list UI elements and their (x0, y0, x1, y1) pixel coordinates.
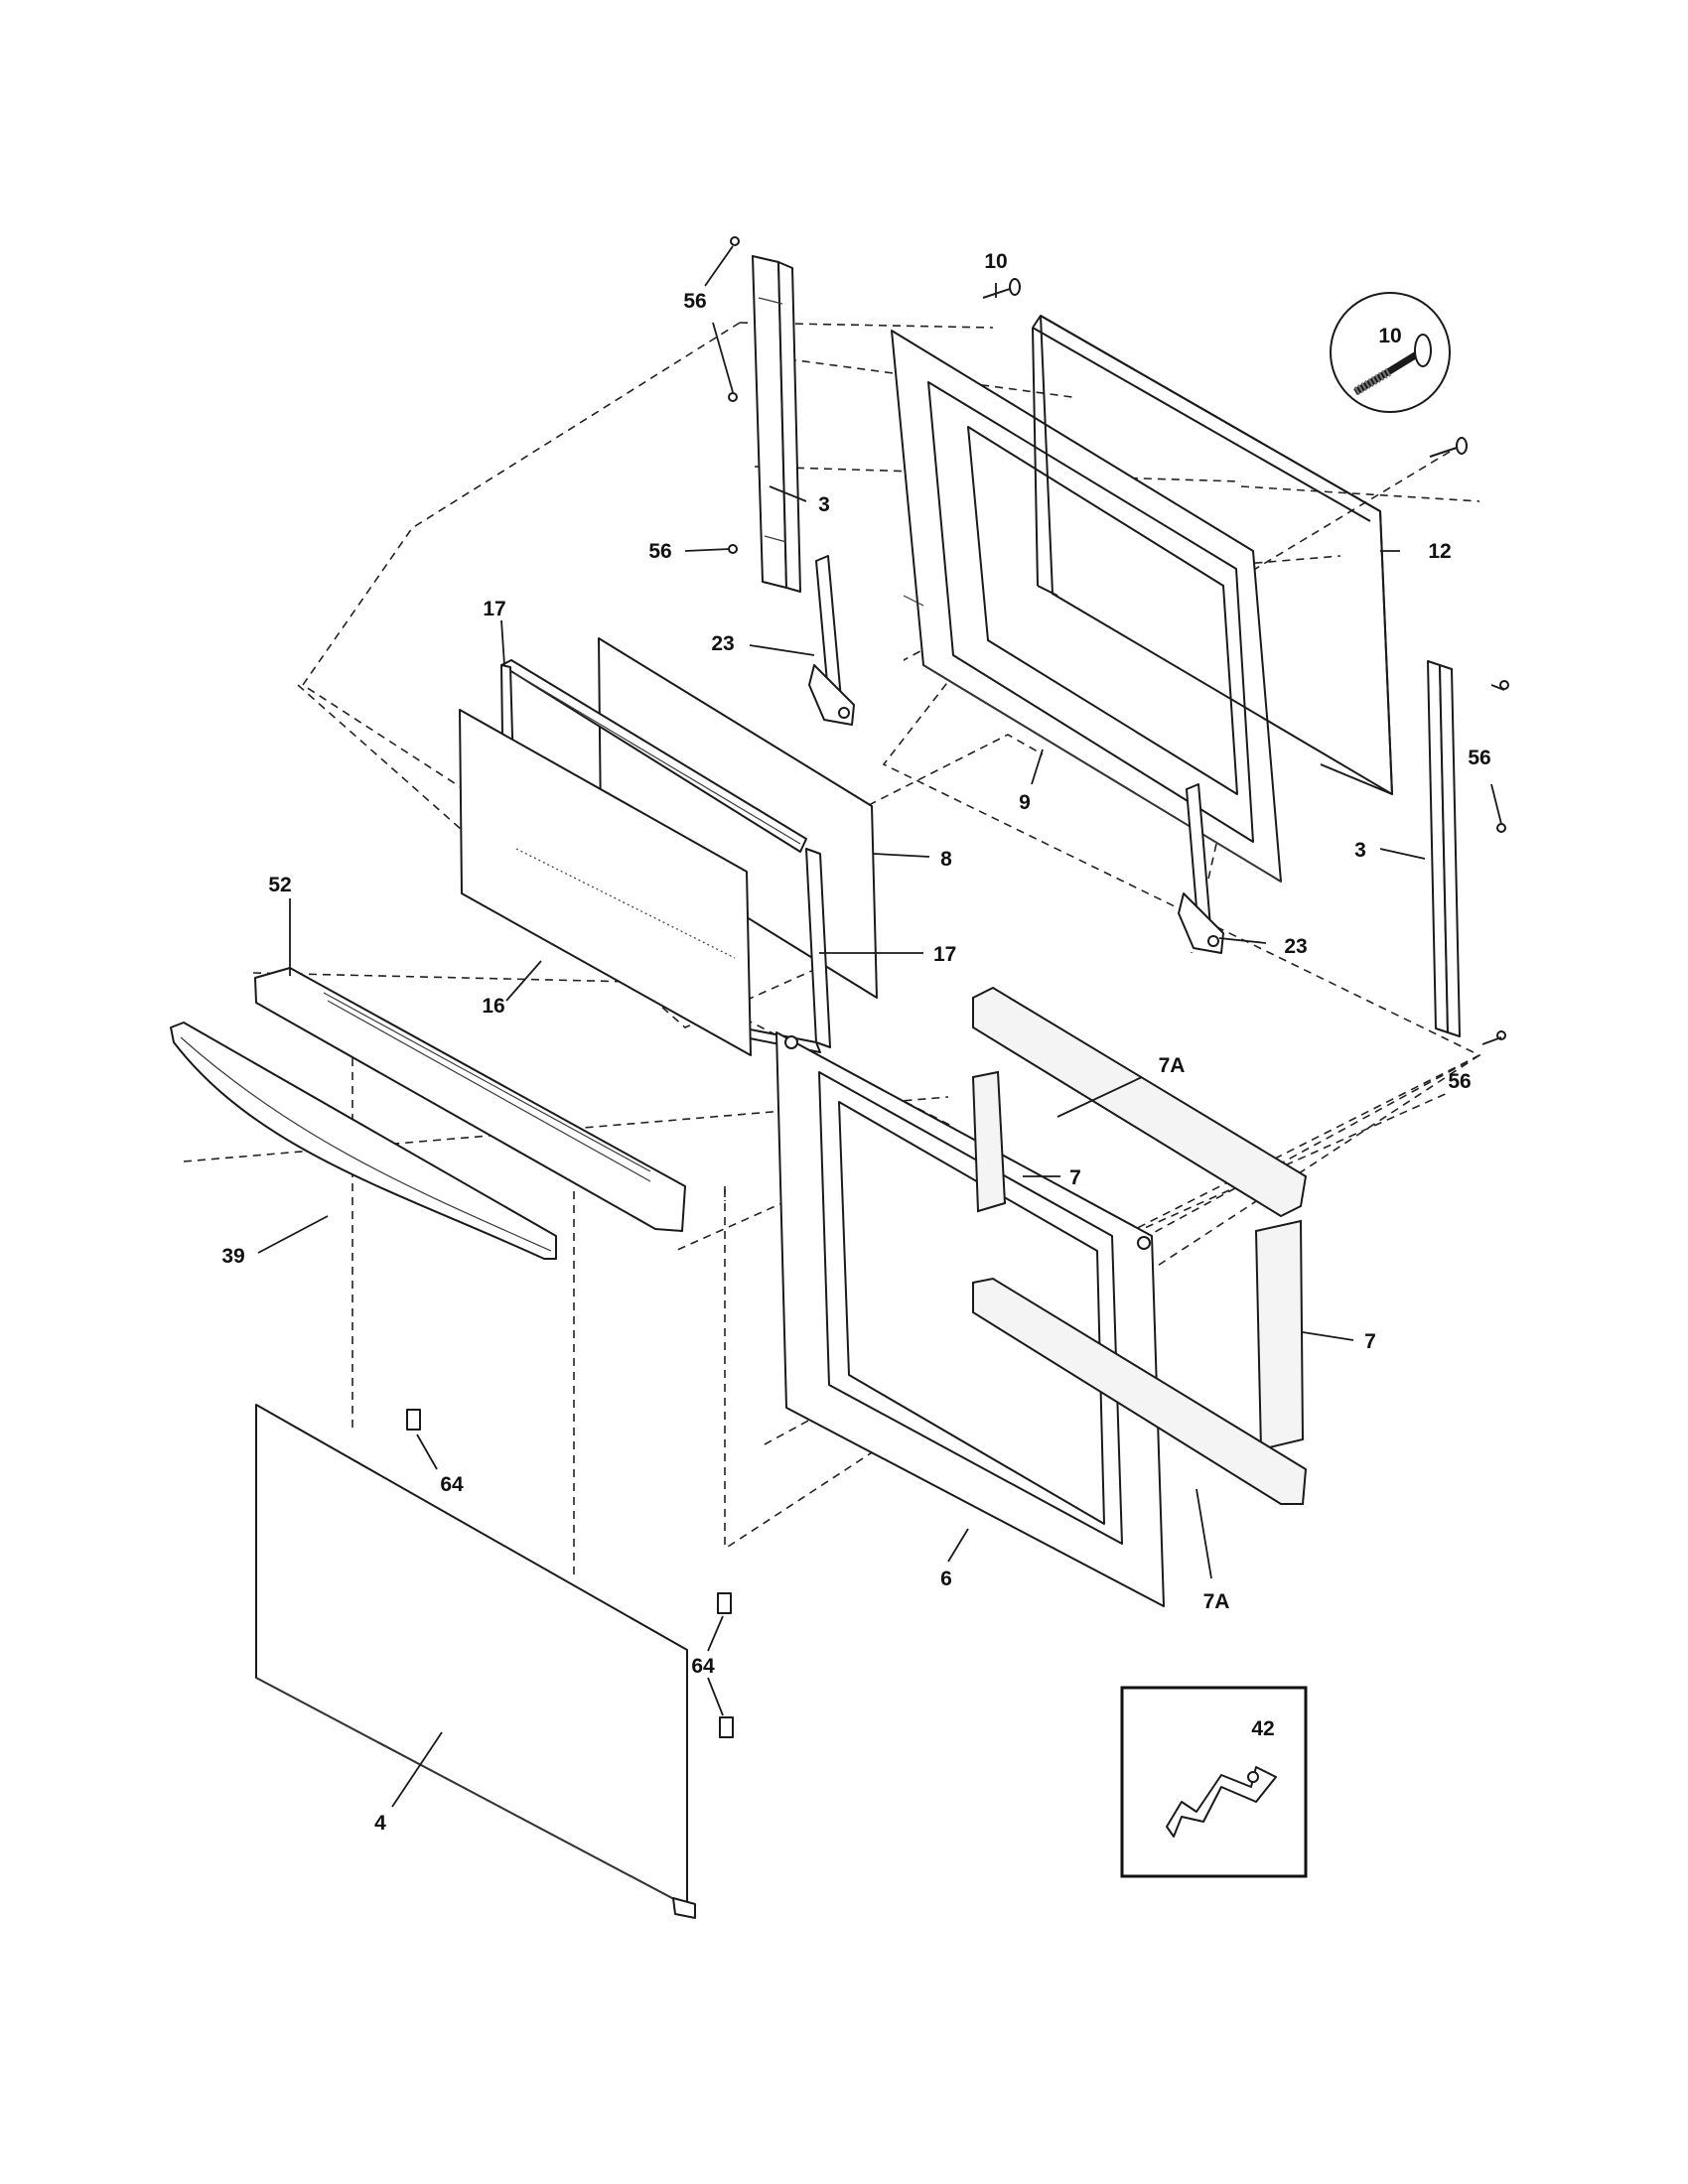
callout-12: 12 (1428, 540, 1451, 563)
callout-23: 23 (1284, 935, 1307, 958)
callout-56: 56 (648, 540, 671, 563)
part-23-hinge-upper (808, 555, 855, 726)
part-10-bolt (982, 278, 1468, 458)
part-7a-insulation-top (972, 986, 1308, 1218)
callout-8: 8 (940, 848, 952, 871)
part-23-hinge-lower (1178, 783, 1224, 954)
callout-7: 7 (1069, 1166, 1081, 1189)
part-3-left-side-rail (752, 255, 801, 593)
part-7a-insulation-bottom (972, 1277, 1308, 1505)
callout-64: 64 (691, 1655, 715, 1678)
part-3-right-side-rail (1427, 660, 1461, 1037)
part-64-clips (406, 1409, 734, 1738)
callout-9: 9 (1019, 791, 1031, 814)
part-16-inner-glass (459, 709, 752, 1056)
part-7-insulation-mid (971, 1070, 1007, 1213)
callout-23: 23 (711, 632, 734, 655)
callout-56: 56 (1448, 1070, 1471, 1093)
callout-6: 6 (940, 1568, 952, 1590)
callout-10: 10 (1378, 325, 1401, 347)
part-10-detail-circle (1330, 292, 1451, 413)
part-39-handle (170, 1022, 557, 1260)
callout-56: 56 (683, 290, 706, 313)
callout-labels: 56 10 10 3 56 12 17 23 56 9 3 8 17 52 23… (221, 250, 1490, 1835)
callout-7a: 7A (1203, 1590, 1230, 1613)
callout-7: 7 (1364, 1330, 1376, 1353)
callout-3: 3 (1354, 839, 1366, 862)
callout-4: 4 (374, 1812, 386, 1835)
callout-16: 16 (482, 995, 504, 1018)
callout-52: 52 (268, 874, 291, 896)
callout-39: 39 (221, 1245, 244, 1268)
part-4-outer-door-panel (255, 1404, 696, 1919)
part-6-door-frame (775, 1031, 1165, 1607)
callout-64: 64 (440, 1473, 464, 1496)
callout-7a: 7A (1159, 1054, 1186, 1077)
callout-42: 42 (1251, 1717, 1274, 1740)
callout-17: 17 (933, 943, 956, 966)
leader-lines (257, 245, 1505, 1808)
part-7-insulation-right (1254, 1219, 1305, 1451)
callout-56: 56 (1468, 747, 1490, 769)
callout-3: 3 (818, 493, 830, 516)
callout-17: 17 (483, 598, 505, 620)
part-12-outer-frame (1032, 315, 1393, 795)
part-8-rear-glass (598, 637, 878, 999)
callout-10: 10 (984, 250, 1007, 273)
part-42-detail-box (1120, 1686, 1308, 1878)
